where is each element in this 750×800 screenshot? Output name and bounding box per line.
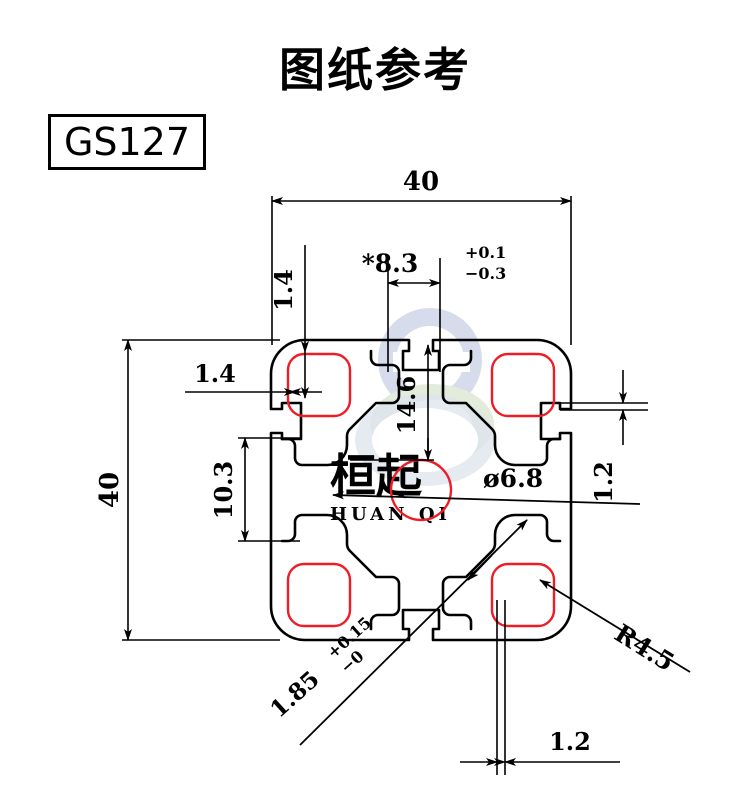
dimension-slot-opening bbox=[387, 258, 441, 372]
dimension-height-overall bbox=[122, 339, 280, 641]
corner-voids bbox=[286, 352, 556, 628]
slot-inner-bottom-right bbox=[441, 513, 562, 631]
dimension-label-height-overall: 40 bbox=[95, 472, 125, 508]
corner-void-bottom-right bbox=[490, 562, 556, 628]
dimension-label-slot-depth: 14.6 bbox=[392, 376, 421, 434]
leader-line-r45 bbox=[539, 579, 691, 673]
dimension-label-wall-left: 1.4 bbox=[194, 359, 236, 388]
dimension-label-centre-bore: ø6.8 bbox=[483, 464, 543, 493]
corner-void-top-left bbox=[286, 352, 352, 418]
profile-outer-boundary bbox=[269, 338, 573, 642]
dimension-rib-bottom bbox=[460, 600, 620, 775]
dimension-width-overall bbox=[271, 196, 572, 345]
dimension-tolerance-lower-slot-opening: −0.3 bbox=[465, 264, 506, 283]
leader-corner-radius bbox=[539, 579, 691, 673]
dimension-label-rib-right: 1.2 bbox=[589, 461, 618, 503]
dimension-slot-inner-height bbox=[238, 437, 300, 542]
corner-void-bottom-left bbox=[286, 562, 352, 628]
dimension-tolerance-upper-slot-opening: +0.1 bbox=[465, 243, 506, 262]
dimension-label-corner-radius: R4.5 bbox=[610, 618, 680, 677]
dimension-slot-depth bbox=[350, 344, 434, 461]
dimension-label-width-overall: 40 bbox=[403, 167, 439, 197]
watermark-en-text: HUAN QI bbox=[330, 504, 451, 525]
watermark-cn-text: 桓起 bbox=[330, 449, 423, 503]
leader-diagonal-rib bbox=[299, 519, 528, 746]
profile-outline bbox=[269, 338, 573, 642]
dimension-label-diagonal-rib: 1.85 bbox=[265, 666, 325, 724]
part-code-label: GS127 bbox=[63, 120, 191, 164]
page-title: 图纸参考 bbox=[279, 43, 471, 97]
dimension-label-slot-inner-height: 10.3 bbox=[209, 461, 238, 519]
dimension-label-wall-top: 1.4 bbox=[269, 269, 298, 311]
leader-line-185 bbox=[299, 519, 528, 746]
leader-line-bore bbox=[332, 491, 641, 505]
slot-inner-top-right bbox=[441, 349, 562, 467]
leader-line-185-arrow2 bbox=[467, 554, 493, 581]
dimension-label-slot-opening: *8.3 bbox=[362, 249, 419, 278]
dimension-label-rib-bottom: 1.2 bbox=[549, 727, 591, 756]
slot-inner-bottom-left bbox=[280, 513, 401, 631]
slot-inner-top-left bbox=[280, 349, 401, 467]
part-code-box: GS127 bbox=[48, 114, 206, 170]
dimension-rib-right bbox=[560, 370, 648, 445]
corner-void-top-right bbox=[490, 352, 556, 418]
leader-centre-bore bbox=[332, 490, 641, 505]
